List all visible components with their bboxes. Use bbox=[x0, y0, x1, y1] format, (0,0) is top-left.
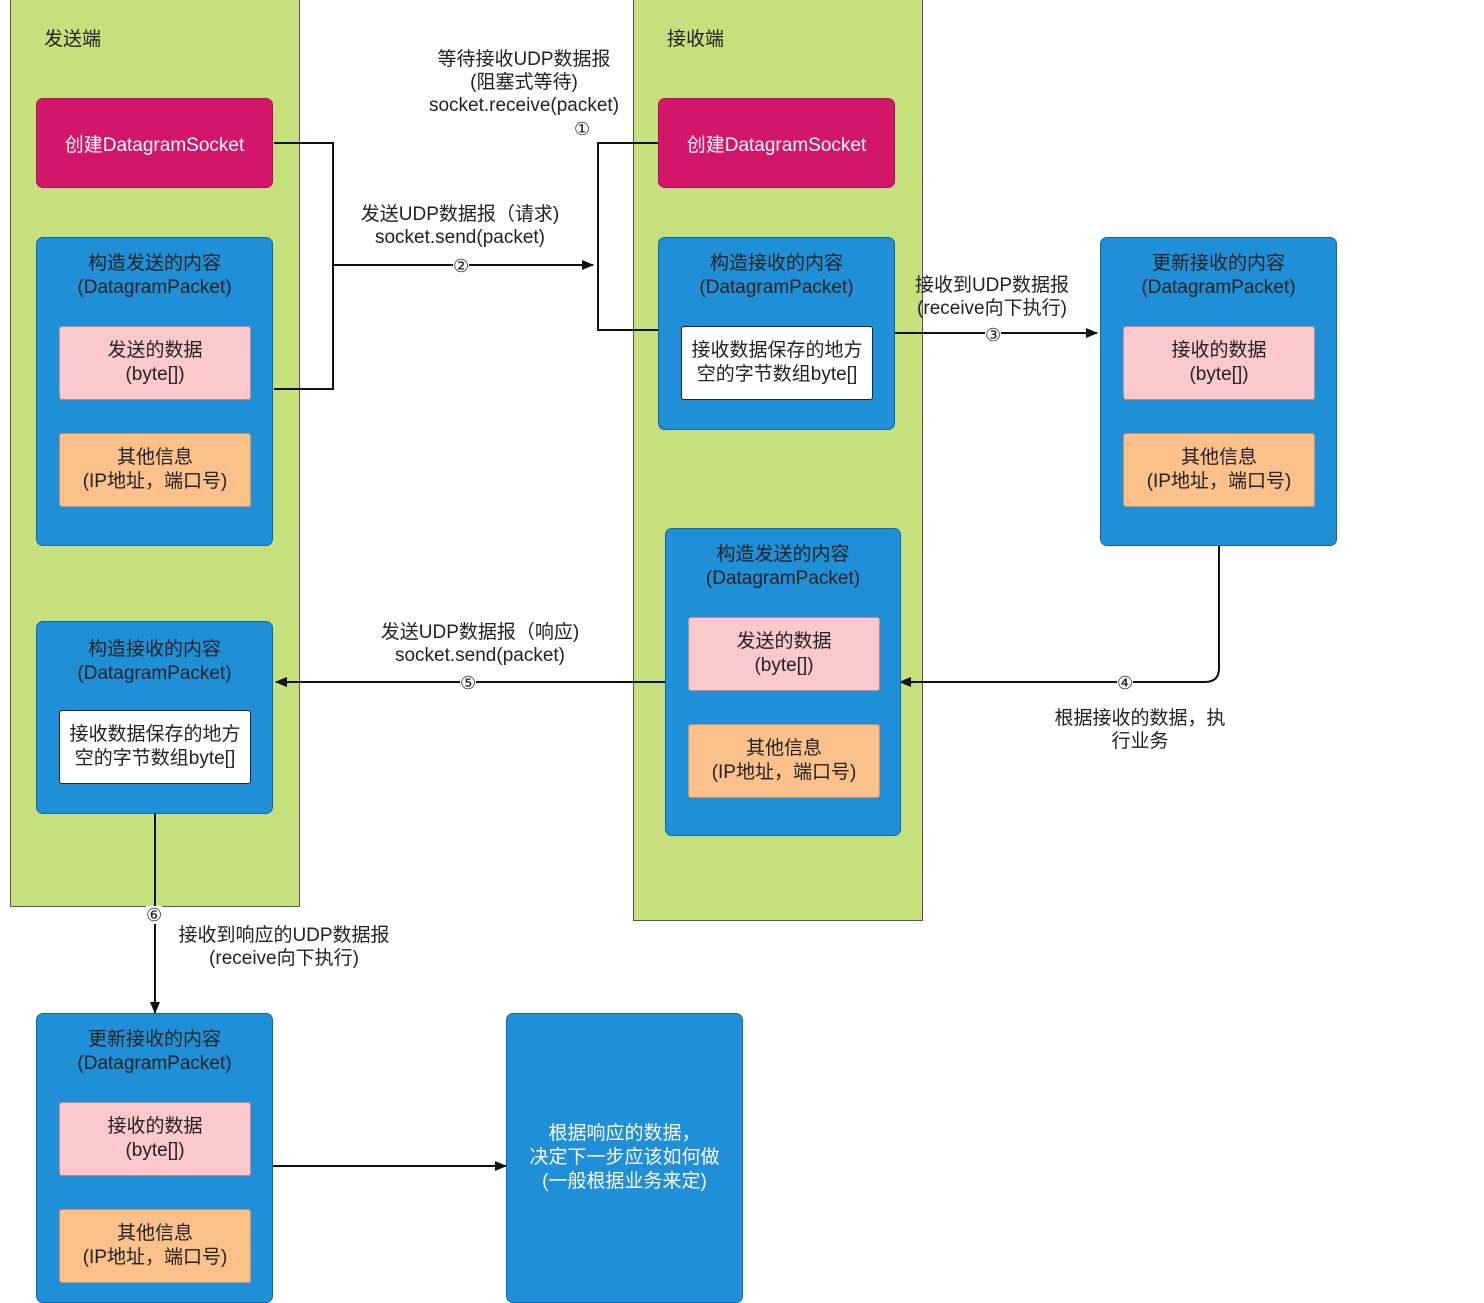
sender-send-data-line2: (byte[]) bbox=[125, 364, 185, 385]
sender-updated-info-line1: 其他信息 bbox=[116, 1223, 193, 1244]
receiver-recv-packet: 构造接收的内容 (DatagramPacket) 接收数据保存的地方 空的字节数… bbox=[658, 237, 895, 430]
step3-label: 接收到UDP数据报 (receive向下执行) bbox=[900, 274, 1084, 320]
sender-updated-title-1: 更新接收的内容 bbox=[87, 1029, 221, 1050]
sender-updated-info: 其他信息 (IP地址，端口号) bbox=[59, 1209, 251, 1283]
sender-send-info-line1: 其他信息 bbox=[116, 447, 193, 468]
sender-recv-buffer-line2: 空的字节数组byte[] bbox=[74, 748, 236, 769]
receiver-send-data: 发送的数据 (byte[]) bbox=[688, 617, 880, 691]
step3-line1: 接收到UDP数据报 bbox=[914, 275, 1070, 296]
step5-label: 发送UDP数据报（响应) socket.send(packet) bbox=[360, 621, 600, 667]
step2-line1: 发送UDP数据报（请求) bbox=[360, 204, 560, 225]
step4-marker: ④ bbox=[1117, 673, 1134, 693]
sender-updated-packet: 更新接收的内容 (DatagramPacket) 接收的数据 (byte[]) … bbox=[36, 1013, 273, 1303]
receiver-send-data-line2: (byte[]) bbox=[754, 655, 814, 676]
receiver-lane-title: 接收端 bbox=[667, 29, 725, 50]
receiver-recv-packet-title-2: (DatagramPacket) bbox=[699, 277, 854, 298]
sender-send-data: 发送的数据 (byte[]) bbox=[59, 326, 251, 400]
final-decision-line2: 决定下一步应该如何做 bbox=[529, 1147, 720, 1168]
receiver-updated-title-1: 更新接收的内容 bbox=[1151, 253, 1285, 274]
final-decision-line3: (一般根据业务来定) bbox=[542, 1171, 707, 1192]
receiver-send-packet-title-1: 构造发送的内容 bbox=[716, 544, 850, 565]
receiver-recv-buffer: 接收数据保存的地方 空的字节数组byte[] bbox=[681, 326, 873, 400]
sender-updated-info-line2: (IP地址，端口号) bbox=[82, 1247, 228, 1268]
step2-marker: ② bbox=[453, 256, 470, 276]
receiver-updated-data-line2: (byte[]) bbox=[1189, 364, 1249, 385]
step4-line2: 行业务 bbox=[1111, 731, 1169, 752]
sender-send-info-line2: (IP地址，端口号) bbox=[82, 471, 228, 492]
step5-line1: 发送UDP数据报（响应) bbox=[380, 622, 580, 643]
receiver-send-packet-title-2: (DatagramPacket) bbox=[705, 568, 861, 589]
sender-updated-title-2: (DatagramPacket) bbox=[77, 1053, 232, 1074]
step1-line1: 等待接收UDP数据报 bbox=[437, 49, 611, 70]
receiver-send-data-line1: 发送的数据 bbox=[736, 631, 832, 652]
receiver-updated-title-2: (DatagramPacket) bbox=[1141, 277, 1296, 298]
step6-label: 接收到响应的UDP数据报 (receive向下执行) bbox=[168, 924, 400, 970]
step1-line3: socket.receive(packet) bbox=[428, 95, 620, 116]
receiver-recv-buffer-line1: 接收数据保存的地方 bbox=[691, 340, 863, 361]
step6-line2: (receive向下执行) bbox=[209, 948, 359, 969]
receiver-send-info: 其他信息 (IP地址，端口号) bbox=[688, 724, 880, 798]
receiver-updated-packet: 更新接收的内容 (DatagramPacket) 接收的数据 (byte[]) … bbox=[1100, 237, 1337, 546]
sender-recv-buffer: 接收数据保存的地方 空的字节数组byte[] bbox=[59, 710, 251, 784]
sender-recv-packet-title-1: 构造接收的内容 bbox=[87, 639, 221, 660]
step1-label: 等待接收UDP数据报 (阻塞式等待) socket.receive(packet… bbox=[418, 48, 630, 117]
sender-lane-title: 发送端 bbox=[44, 29, 102, 50]
receiver-updated-info-line1: 其他信息 bbox=[1180, 447, 1257, 468]
sender-create-socket: 创建DatagramSocket bbox=[36, 98, 273, 188]
sender-recv-packet: 构造接收的内容 (DatagramPacket) 接收数据保存的地方 空的字节数… bbox=[36, 621, 273, 814]
receiver-updated-info-line2: (IP地址，端口号) bbox=[1146, 471, 1292, 492]
sender-updated-data: 接收的数据 (byte[]) bbox=[59, 1102, 251, 1176]
sender-recv-buffer-line1: 接收数据保存的地方 bbox=[69, 724, 241, 745]
receiver-updated-info: 其他信息 (IP地址，端口号) bbox=[1123, 433, 1315, 507]
receiver-send-packet: 构造发送的内容 (DatagramPacket) 发送的数据 (byte[]) … bbox=[665, 528, 901, 836]
receiver-send-info-line2: (IP地址，端口号) bbox=[711, 762, 857, 783]
step6-line1: 接收到响应的UDP数据报 bbox=[178, 925, 390, 946]
sender-updated-data-line1: 接收的数据 bbox=[107, 1116, 203, 1137]
receiver-recv-packet-title-1: 构造接收的内容 bbox=[709, 253, 843, 274]
step2-line2: socket.send(packet) bbox=[374, 227, 546, 248]
final-decision-box: 根据响应的数据， 决定下一步应该如何做 (一般根据业务来定) bbox=[506, 1013, 743, 1303]
sender-send-packet: 构造发送的内容 (DatagramPacket) 发送的数据 (byte[]) … bbox=[36, 237, 273, 546]
step1-marker: ① bbox=[574, 119, 591, 139]
step4-line1: 根据接收的数据，执 bbox=[1054, 708, 1226, 729]
step5-marker: ⑤ bbox=[460, 673, 477, 693]
receiver-send-info-line1: 其他信息 bbox=[745, 738, 822, 759]
sender-send-info: 其他信息 (IP地址，端口号) bbox=[59, 433, 251, 507]
receiver-updated-data: 接收的数据 (byte[]) bbox=[1123, 326, 1315, 400]
step3-marker: ③ bbox=[985, 325, 1002, 345]
receiver-create-socket: 创建DatagramSocket bbox=[658, 98, 895, 188]
step1-line2: (阻塞式等待) bbox=[470, 72, 578, 93]
sender-recv-packet-title-2: (DatagramPacket) bbox=[77, 663, 232, 684]
step2-label: 发送UDP数据报（请求) socket.send(packet) bbox=[340, 203, 580, 249]
sender-updated-data-line2: (byte[]) bbox=[125, 1140, 185, 1161]
step3-line2: (receive向下执行) bbox=[917, 298, 1067, 319]
receiver-recv-buffer-line2: 空的字节数组byte[] bbox=[696, 364, 858, 385]
final-decision-line1: 根据响应的数据， bbox=[548, 1123, 701, 1144]
step5-line2: socket.send(packet) bbox=[394, 645, 566, 666]
sender-send-data-line1: 发送的数据 bbox=[107, 340, 203, 361]
sender-send-packet-title-2: (DatagramPacket) bbox=[77, 277, 232, 298]
receiver-updated-data-line1: 接收的数据 bbox=[1171, 340, 1267, 361]
step4-label: 根据接收的数据，执 行业务 bbox=[1040, 707, 1240, 753]
step6-marker: ⑥ bbox=[146, 905, 163, 925]
sender-send-packet-title-1: 构造发送的内容 bbox=[87, 253, 221, 274]
